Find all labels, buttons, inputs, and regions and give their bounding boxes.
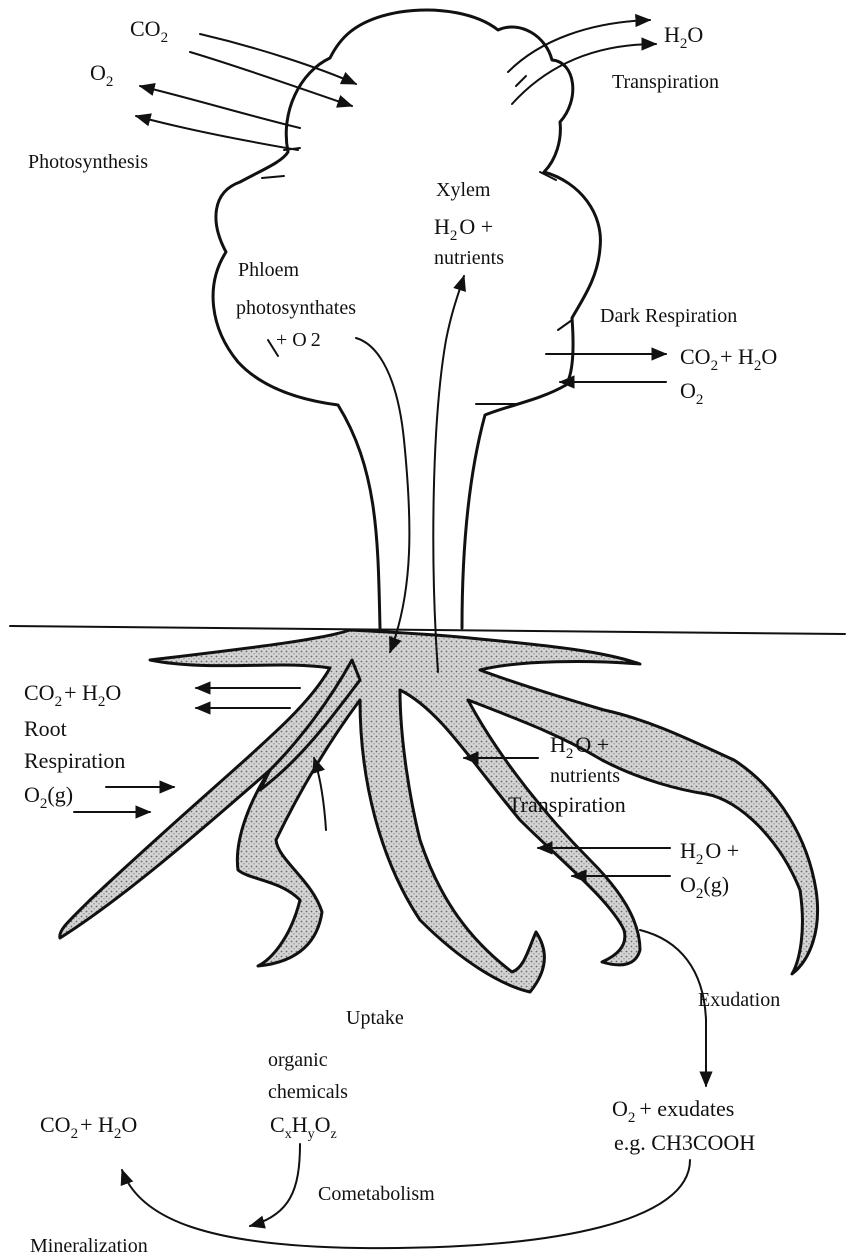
cometabolism-arrow bbox=[250, 1144, 300, 1226]
root-o2-label: O2(g) bbox=[24, 782, 73, 812]
o2-label: O2 bbox=[90, 60, 113, 90]
photosynthesis-label: Photosynthesis bbox=[28, 151, 148, 173]
exudation-arrow bbox=[640, 930, 706, 1086]
ground-line bbox=[10, 626, 845, 634]
root-label: Root bbox=[24, 716, 67, 741]
exudation-label: Exudation bbox=[698, 989, 780, 1011]
cometabolism-label: Cometabolism bbox=[318, 1183, 435, 1205]
exudates-label: O2+ exudates bbox=[612, 1096, 734, 1126]
chemicals-label: chemicals bbox=[268, 1081, 348, 1103]
xylem-flow-arrow bbox=[433, 276, 464, 672]
organic-label: organic bbox=[268, 1049, 328, 1071]
root-respiration-label: Respiration bbox=[24, 748, 125, 773]
tree-silhouette bbox=[213, 10, 600, 628]
xylem-nutrients-label: nutrients bbox=[434, 247, 504, 269]
phloem-label: Phloem bbox=[238, 259, 300, 281]
root-system bbox=[60, 630, 818, 992]
root-respiration-products: CO2+ H2O bbox=[24, 680, 121, 710]
xylem-h2o-label: H2O + bbox=[434, 214, 493, 244]
phloem-photosynthates-label: photosynthates bbox=[236, 297, 356, 319]
mineral-products-label: CO2+ H2O bbox=[40, 1112, 137, 1142]
tree-outline bbox=[213, 10, 600, 628]
root-nutrients-label: nutrients bbox=[550, 765, 620, 787]
phloem-flow-arrow bbox=[356, 338, 409, 652]
root-o2g-label: O2(g) bbox=[680, 872, 729, 902]
organic-formula-label: CxHyOz bbox=[270, 1112, 337, 1142]
dark-respiration-label: Dark Respiration bbox=[600, 305, 737, 327]
canopy-tick bbox=[516, 76, 526, 86]
dark-respiration-products: CO2+ H2O bbox=[680, 344, 777, 374]
uptake-label: Uptake bbox=[346, 1007, 404, 1029]
xylem-label: Xylem bbox=[436, 179, 491, 201]
canopy-tick bbox=[262, 176, 284, 178]
co2-label: CO2 bbox=[130, 16, 168, 46]
mineralization-label: Mineralization bbox=[30, 1235, 148, 1257]
root-transpiration-label: Transpiration bbox=[508, 792, 626, 817]
dark-respiration-o2-label: O2 bbox=[680, 378, 703, 408]
canopy-tick bbox=[558, 320, 572, 330]
root-crown bbox=[60, 630, 818, 992]
root-water2-label: H2O + bbox=[680, 838, 739, 868]
transpiration-canopy-label: Transpiration bbox=[612, 71, 719, 93]
h2o-label: H2O bbox=[664, 22, 703, 52]
exudates-example-label: e.g. CH3COOH bbox=[614, 1130, 755, 1155]
o2-out-arrow bbox=[140, 86, 300, 128]
co2-in-arrow bbox=[200, 34, 356, 84]
